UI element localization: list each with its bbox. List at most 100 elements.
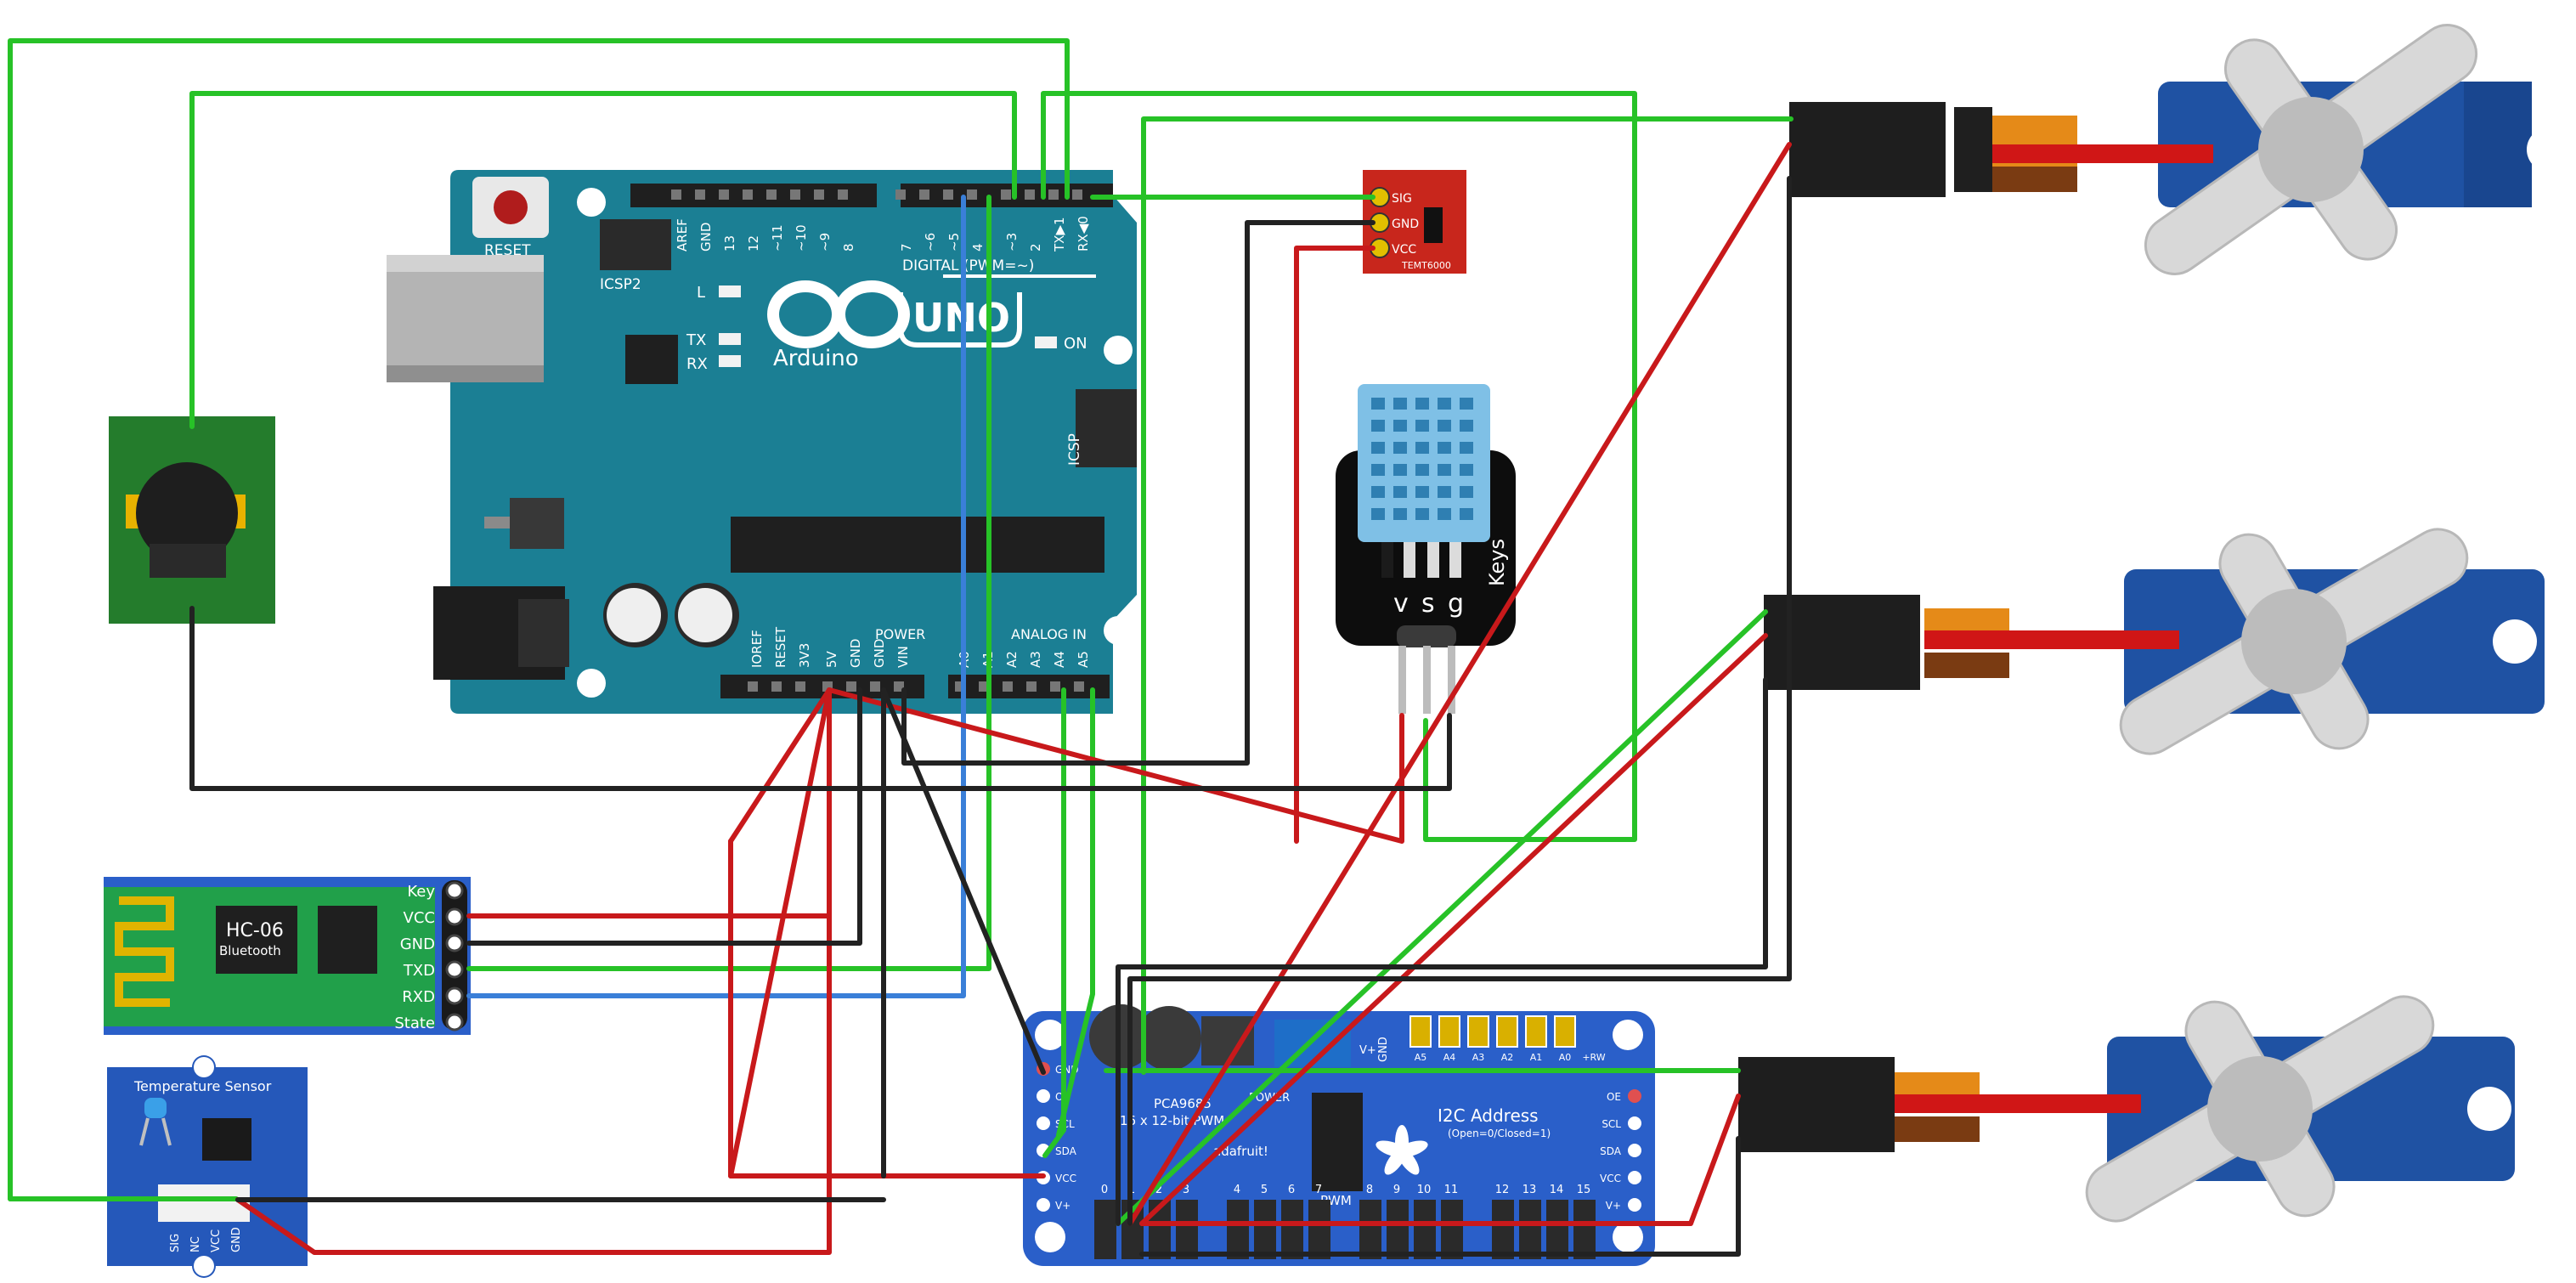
digital-pin-label: TX▶1: [1052, 217, 1067, 252]
pca-channel-label: 7: [1315, 1184, 1322, 1196]
wire-green: [1141, 116, 1794, 1075]
pca-address-label: A5: [1415, 1052, 1427, 1063]
dht-pin-v: v: [1393, 589, 1409, 619]
wire-red: [1139, 1094, 1741, 1226]
dht-grille-slot: [1460, 486, 1473, 498]
wire-black: [1127, 176, 1792, 1226]
pca-channel-header: [1387, 1200, 1409, 1259]
pca-channel-header: [1254, 1200, 1276, 1259]
hc06-pin-label: RXD: [402, 988, 435, 1006]
wire-green: [1116, 609, 1768, 1226]
dht-pin-s: s: [1421, 589, 1435, 619]
pca-address-label: A2: [1501, 1052, 1514, 1063]
wire-black: [466, 687, 862, 946]
servo-horn-icon: [2144, 24, 2478, 275]
digital-pin-label: 13: [722, 235, 737, 252]
dht-grille-slot: [1415, 486, 1429, 498]
digital-pin: [967, 189, 977, 200]
servo-connector-top: [1789, 102, 1946, 197]
hc06-pin: [445, 960, 464, 979]
digital-pin: [1001, 189, 1011, 200]
wire-green: [8, 38, 1070, 1201]
temt-pin-gnd: GND: [1392, 218, 1419, 231]
pca-v-plus: V+: [1359, 1044, 1376, 1057]
digital-pin: [838, 189, 848, 200]
digital-pin-label: AREF: [675, 218, 690, 252]
wire-green: [1042, 687, 1066, 1158]
dht-grille-slot: [1371, 486, 1385, 498]
digital-pin-label: ~9: [817, 233, 833, 252]
pca-left-pin: [1037, 1089, 1050, 1103]
pca-channel-label: 8: [1366, 1184, 1373, 1196]
dht-grille-slot: [1371, 508, 1385, 520]
pca-right-pin: [1628, 1116, 1641, 1130]
reset-label: RESET: [484, 242, 531, 259]
wire-black: [1139, 1136, 1741, 1257]
pca-channel-label: 3: [1183, 1184, 1189, 1196]
dht-grille-slot: [1415, 442, 1429, 454]
dht-grille-slot: [1393, 442, 1407, 454]
analog-pin-label: A3: [1028, 651, 1043, 668]
digital-pin-label: ~3: [1004, 233, 1020, 252]
digital-pin-label: 4: [970, 243, 986, 252]
power-pin: [894, 681, 904, 692]
hc06-sub: Bluetooth: [219, 943, 281, 958]
power-label: POWER: [875, 626, 925, 642]
pca-gnd: GND: [1377, 1037, 1390, 1062]
hc06-pin-label: Key: [407, 883, 435, 901]
dht-sensor-module: v s g Keys: [1336, 384, 1516, 714]
arduino-logo-icon: [767, 280, 910, 348]
pca-right-pin-label: OE: [1607, 1091, 1621, 1103]
servo-middle: [1924, 528, 2545, 755]
pca-channel-header: [1441, 1200, 1463, 1259]
pca-channel-header: [1359, 1200, 1381, 1259]
digital-pin: [1025, 189, 1035, 200]
pca-left-pin: [1037, 1116, 1050, 1130]
pca-channel-header: [1573, 1200, 1596, 1259]
wire-black: [1116, 677, 1768, 1226]
pca-address-pad: [1525, 1015, 1547, 1048]
pca-left-pin-label: SDA: [1055, 1145, 1077, 1157]
pca-channel-header: [1308, 1200, 1330, 1259]
dht-grille-slot: [1371, 420, 1385, 432]
hc06-pin: [445, 881, 464, 900]
servo-top: [1954, 24, 2571, 275]
power-pin-label: VIN: [895, 646, 911, 668]
pca-right-pin: [1628, 1144, 1641, 1157]
dht-grille-slot: [1438, 508, 1451, 520]
analog-pin: [1026, 681, 1037, 692]
digital-pin-label: 8: [841, 243, 856, 252]
hc06-pin: [445, 1013, 464, 1031]
digital-pin: [919, 189, 929, 200]
digital-pin: [895, 189, 906, 200]
hc06-pin: [445, 986, 464, 1005]
wire-green: [189, 91, 1017, 429]
digital-pin: [814, 189, 824, 200]
wire-red: [728, 839, 1046, 1178]
pca-channel-label: 11: [1444, 1184, 1459, 1196]
dht-pin-g: g: [1448, 589, 1464, 619]
pca-channel-header: [1414, 1200, 1436, 1259]
pca-right-pin: [1628, 1171, 1641, 1184]
led-on-label: ON: [1064, 335, 1087, 353]
wire-red: [466, 687, 832, 918]
adafruit-flower-icon: [1376, 1125, 1428, 1175]
analog-pin: [1074, 681, 1084, 692]
digital-pin: [695, 189, 705, 200]
pca-channel-header: [1094, 1200, 1116, 1259]
temp-module-title: Temperature Sensor: [133, 1078, 272, 1094]
temt-name: TEMT6000: [1401, 260, 1451, 271]
buzzer-module: [109, 416, 275, 624]
digital-pin-label: ~5: [946, 233, 962, 252]
hc06-pin-label: GND: [400, 935, 435, 953]
analog-pin-label: A4: [1052, 651, 1067, 668]
pca-channel-label: 14: [1550, 1184, 1564, 1196]
hc06-pin-label: VCC: [404, 909, 435, 927]
led-l-label: L: [697, 284, 705, 302]
light-sensor-temt6000: SIG GND VCC TEMT6000: [1363, 170, 1466, 274]
dht-grille-slot: [1415, 398, 1429, 410]
